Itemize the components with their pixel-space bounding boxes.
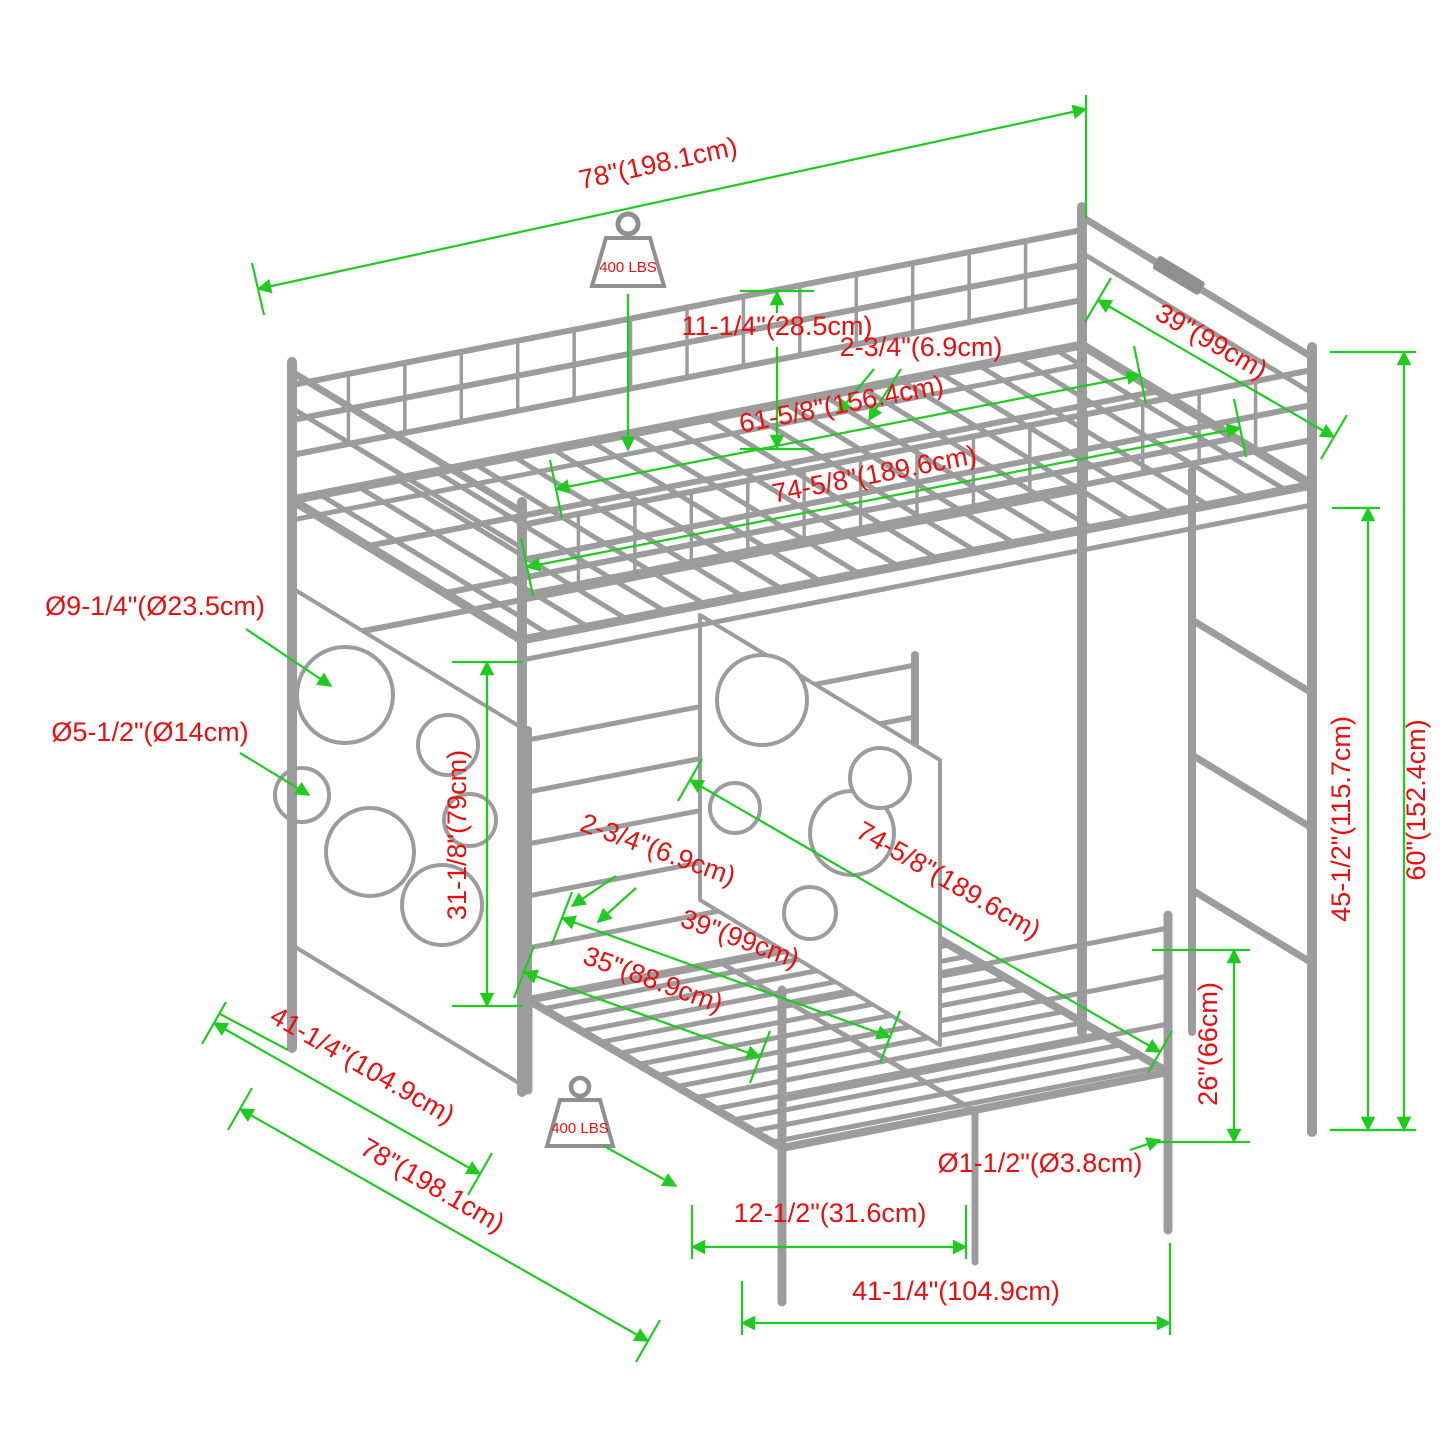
label-weight-bottom: 400 LBS bbox=[551, 1120, 609, 1137]
circle-cutout-large bbox=[295, 645, 395, 745]
circle-cutout-large bbox=[715, 653, 809, 747]
ladder-rung bbox=[1188, 616, 1316, 697]
dim-top-width bbox=[1084, 277, 1348, 460]
dim-top-length bbox=[250, 95, 1088, 316]
dim-footprint-length bbox=[227, 1087, 661, 1363]
label-top-slat-span: 61-5/8"(156.4cm) bbox=[736, 370, 946, 439]
circle-cutout-small bbox=[782, 885, 838, 941]
label-weight-top: 400 LBS bbox=[599, 259, 657, 276]
label-hole-small: Ø5-1/2"(Ø14cm) bbox=[51, 717, 248, 747]
circle-cutout-large bbox=[324, 806, 416, 898]
ladder-rung bbox=[1188, 751, 1316, 832]
dimension-lines bbox=[201, 95, 1416, 1363]
dim-total-height bbox=[1330, 350, 1416, 1132]
label-leg-diameter: Ø1-1/2"(Ø3.8cm) bbox=[938, 1148, 1143, 1178]
dim-bottom-slat-gap bbox=[570, 875, 637, 923]
circle-cutout-small bbox=[416, 713, 480, 777]
dim-bottom-slat-length bbox=[512, 945, 772, 1084]
dim-hole-small-leader bbox=[239, 752, 311, 796]
label-total-height: 60"(152.4cm) bbox=[1401, 719, 1431, 880]
label-bottom-bed-height: 26"(66cm) bbox=[1193, 982, 1223, 1106]
weight-ring-icon bbox=[615, 211, 641, 237]
bed-line-art bbox=[273, 202, 1317, 1307]
weight-ring-icon bbox=[568, 1075, 592, 1099]
dim-bottom-footprint-width bbox=[740, 1243, 1172, 1335]
head-end-panel bbox=[273, 586, 524, 1087]
dim-weight-bottom-leader bbox=[603, 1145, 678, 1187]
circle-cutout-small bbox=[708, 781, 762, 835]
ladder bbox=[1188, 466, 1316, 1036]
dim-hole-large-leader bbox=[245, 628, 333, 687]
dim-bottom-inner-length bbox=[677, 758, 1173, 1074]
label-panel-height: 31-1/8"(79cm) bbox=[442, 750, 472, 920]
label-clearance-height: 45-1/2"(115.7cm) bbox=[1326, 716, 1356, 922]
dim-panel-height bbox=[452, 660, 522, 1008]
dim-top-inner-length bbox=[519, 398, 1248, 597]
label-hole-large: Ø9-1/4"(Ø23.5cm) bbox=[45, 591, 265, 621]
dim-bottom-bed-height bbox=[1152, 948, 1250, 1144]
dim-leg-diameter-leader bbox=[1129, 1137, 1162, 1152]
ladder-rung bbox=[1188, 886, 1316, 967]
head-panel-circle-cutouts bbox=[273, 645, 498, 947]
label-top-length: 78"(198.1cm) bbox=[576, 131, 740, 195]
label-top-slat-gap: 2-3/4"(6.9cm) bbox=[840, 332, 1003, 362]
circle-cutout-small bbox=[848, 746, 912, 810]
brand-label-sticker bbox=[1152, 256, 1205, 295]
label-bottom-footprint-width: 41-1/4"(104.9cm) bbox=[852, 1276, 1060, 1306]
label-guard-rail-height: 11-1/4"(28.5cm) bbox=[682, 311, 873, 341]
dim-leg-offset bbox=[690, 1205, 968, 1259]
circle-cutout-small bbox=[273, 766, 331, 824]
label-leg-offset: 12-1/2"(31.6cm) bbox=[734, 1198, 927, 1228]
